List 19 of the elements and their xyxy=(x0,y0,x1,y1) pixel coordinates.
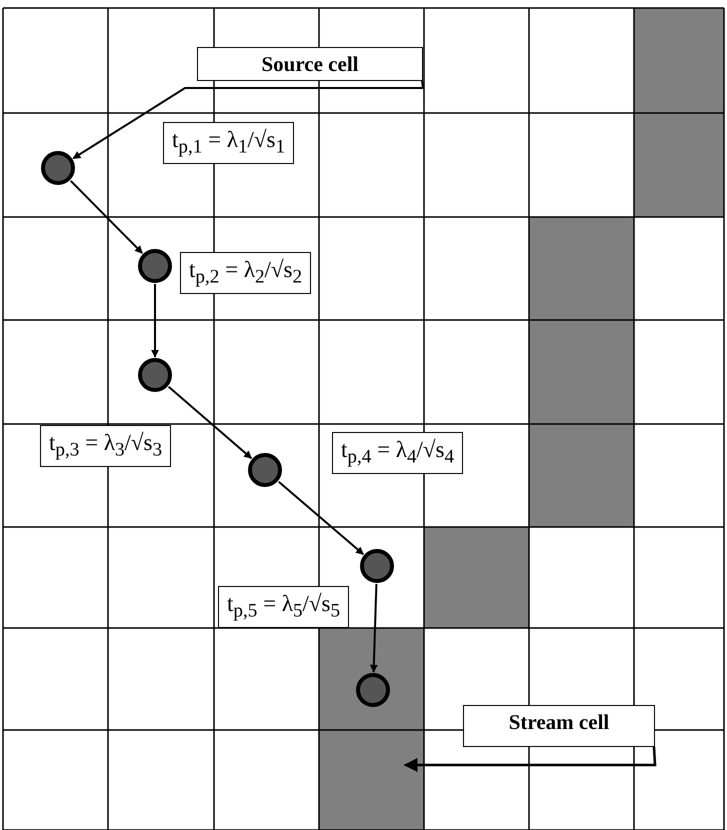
waypoint-circle xyxy=(360,549,394,583)
formula-box: t$_{p,2}$ = λ$_{2}$/√s$_{2}$ xyxy=(180,252,312,294)
arrow xyxy=(72,80,424,160)
label-box: Stream cell xyxy=(463,705,655,747)
arrow xyxy=(168,386,252,459)
waypoint-circle xyxy=(248,453,282,487)
formula-box: t$_{p,3}$ = λ$_{3}$/√s$_{3}$ xyxy=(40,425,172,467)
arrow xyxy=(404,746,656,772)
arrow xyxy=(151,284,159,358)
formula-box: t$_{p,1}$ = λ$_{1}$/√s$_{1}$ xyxy=(163,122,294,164)
formula-box: t$_{p,4}$ = λ$_{4}$/√s$_{4}$ xyxy=(332,432,464,474)
arrow xyxy=(370,584,378,673)
waypoint-circle xyxy=(138,358,172,392)
arrow xyxy=(278,480,364,556)
waypoint-circle xyxy=(138,249,172,283)
arrow xyxy=(70,180,144,254)
waypoint-circle xyxy=(41,151,75,185)
label-box: Source cell xyxy=(197,47,423,81)
formula-box: t$_{p,5}$ = λ$_{5}$/√s$_{5}$ xyxy=(218,586,350,628)
